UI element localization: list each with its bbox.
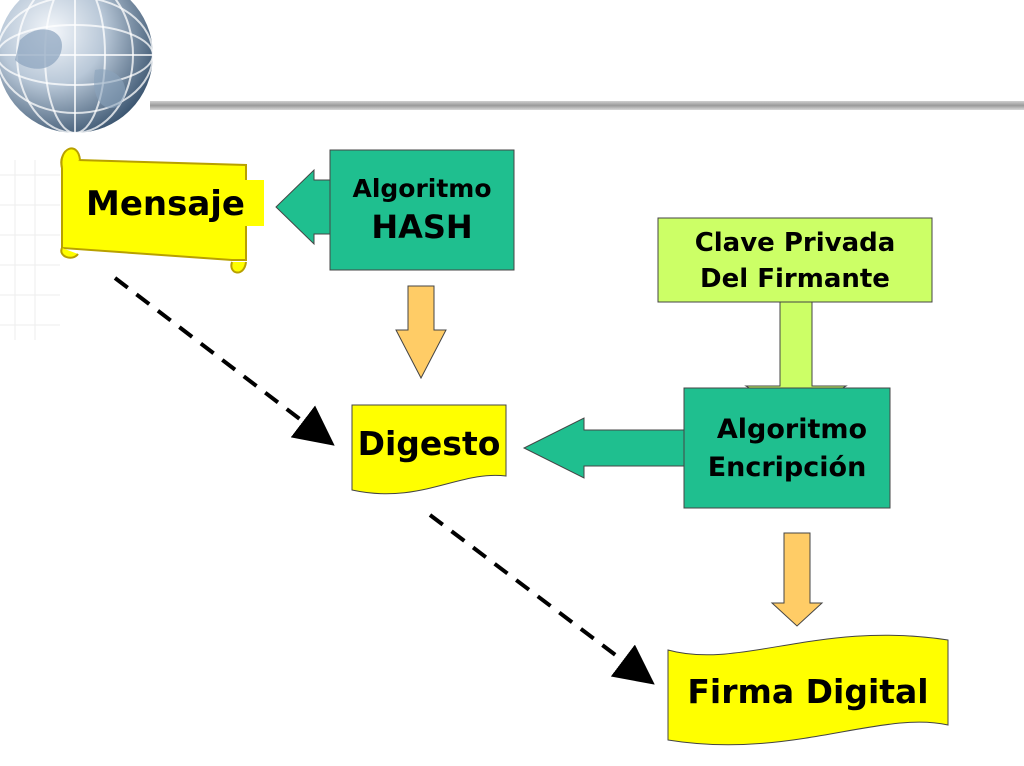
encryption-algorithm-label-line2: Encripción <box>707 452 867 483</box>
encryption-to-firma-arrow <box>770 532 824 627</box>
digesto-to-firma-dashed-arrow <box>428 513 655 685</box>
encryption-to-digesto-arrow <box>522 417 685 479</box>
hash-algorithm-box <box>329 149 515 271</box>
globe-icon <box>0 0 154 134</box>
hash-algorithm-label-line1: Algoritmo <box>352 174 492 203</box>
digesto-document <box>351 404 507 495</box>
mensaje-scroll <box>60 147 264 274</box>
background-grid <box>0 160 60 340</box>
mensaje-label: Mensaje <box>86 184 245 224</box>
encryption-algorithm-box <box>683 387 891 509</box>
hash-to-digesto-arrow <box>395 285 447 380</box>
hash-algorithm-label-line2: HASH <box>371 208 473 246</box>
firma-digital-shape <box>667 634 949 746</box>
clave-privada-label-line1: Clave Privada <box>694 228 896 258</box>
clave-privada-box <box>657 217 933 303</box>
digesto-label: Digesto <box>357 424 501 463</box>
mensaje-to-digesto-dashed-arrow <box>113 276 335 446</box>
header-bar <box>150 101 1024 110</box>
clave-privada-label-line2: Del Firmante <box>700 264 890 294</box>
firma-digital-label: Firma Digital <box>687 672 929 711</box>
hash-to-mensaje-arrow <box>275 168 331 246</box>
encryption-algorithm-label-line1: Algoritmo <box>716 414 868 445</box>
